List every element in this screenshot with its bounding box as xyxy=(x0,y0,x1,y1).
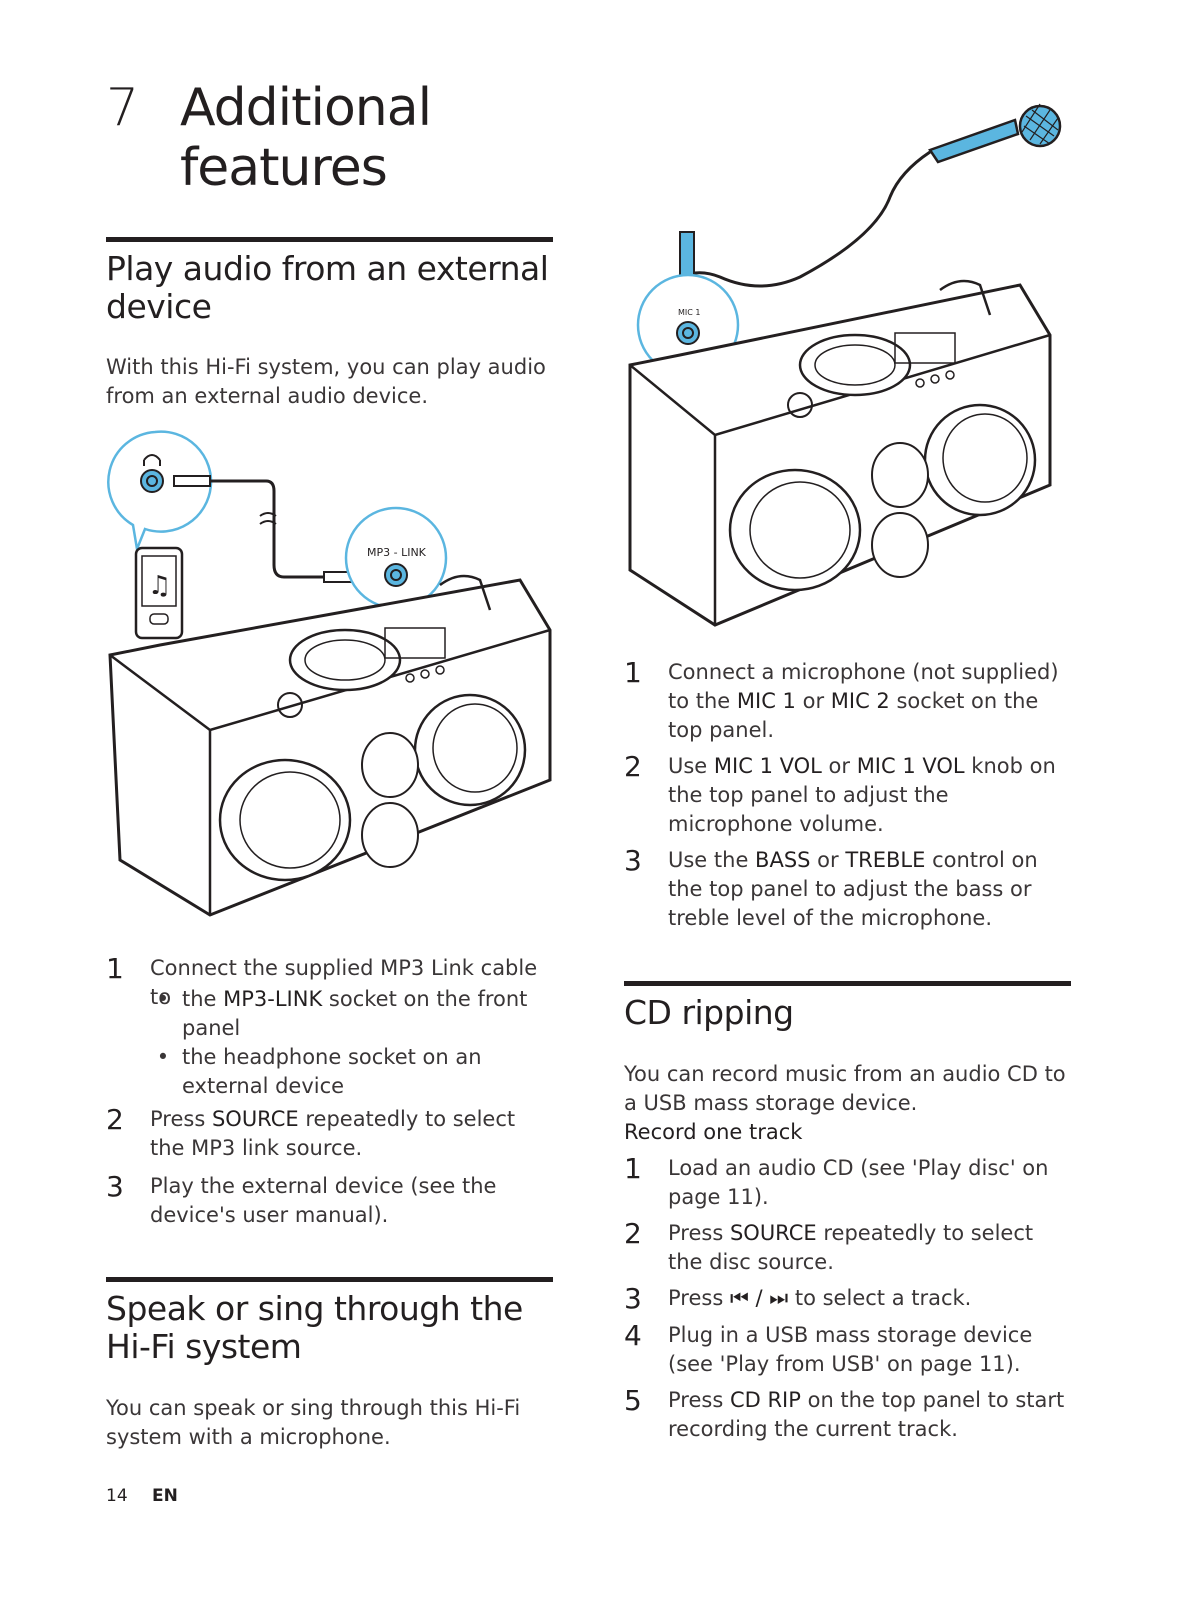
step-cd-4: 4 Plug in a USB mass storage device (see… xyxy=(624,1319,1033,1377)
section-rule xyxy=(106,1277,553,1282)
svg-text:♫: ♫ xyxy=(148,571,171,601)
step-sing-1: 1 Connect a microphone (not supplied) to… xyxy=(624,656,1059,743)
external-device-illustration: MP3 - LINK ♫ xyxy=(107,430,552,917)
step-cd-3: 3 Press ⏮ / ⏭ to select a track. xyxy=(624,1282,972,1315)
chapter-title: Additional features xyxy=(180,78,432,198)
step-external-1: 1 Connect the supplied MP3 Link cable to xyxy=(106,954,553,1012)
intro-cd: You can record music from an audio CD to… xyxy=(624,1062,1066,1115)
microphone-illustration: MIC 1 xyxy=(628,103,1062,627)
step-cd-5: 5 Press CD RIP on the top panel to start… xyxy=(624,1384,1065,1442)
step-number: 1 xyxy=(106,952,124,985)
intro-sing: You can speak or sing through this Hi-Fi… xyxy=(106,1396,521,1449)
step-external-2: 2 Press SOURCE repeatedly to select the … xyxy=(106,1103,516,1161)
page-number: 14 xyxy=(106,1486,128,1506)
headphone-icon xyxy=(143,454,161,466)
step-sing-3: 3 Use the BASS or TREBLE control on the … xyxy=(624,844,1038,931)
chapter-number: 7 xyxy=(106,78,140,138)
section-heading-external: Play audio from an external device xyxy=(106,249,549,326)
step-external-3: 3 Play the external device (see the devi… xyxy=(106,1170,497,1228)
language-code: EN xyxy=(152,1486,178,1506)
subheading-record-track: Record one track xyxy=(624,1120,803,1144)
microphone-icon xyxy=(928,103,1062,164)
intro-external: With this Hi-Fi system, you can play aud… xyxy=(106,355,546,408)
bullet-mp3-link: • the MP3-LINK socket on the front panel xyxy=(156,987,528,1040)
section-rule xyxy=(624,981,1071,986)
svg-text:MIC 1: MIC 1 xyxy=(678,308,700,317)
step-sing-2: 2 Use MIC 1 VOL or MIC 1 VOL knob on the… xyxy=(624,750,1056,837)
section-rule xyxy=(106,237,553,242)
step-cd-1: 1 Load an audio CD (see 'Play disc' on p… xyxy=(624,1152,1049,1210)
prev-next-icon: ⏮ / ⏭ xyxy=(729,1286,789,1310)
step-cd-2: 2 Press SOURCE repeatedly to select the … xyxy=(624,1217,1034,1275)
section-heading-sing: Speak or sing through the Hi-Fi system xyxy=(106,1289,523,1366)
bullet-headphone: • the headphone socket on an external de… xyxy=(156,1045,482,1098)
svg-text:MP3 - LINK: MP3 - LINK xyxy=(367,546,427,559)
step-text: Connect the supplied MP3 Link cable to xyxy=(150,956,538,1009)
section-heading-cd: CD ripping xyxy=(624,993,794,1032)
